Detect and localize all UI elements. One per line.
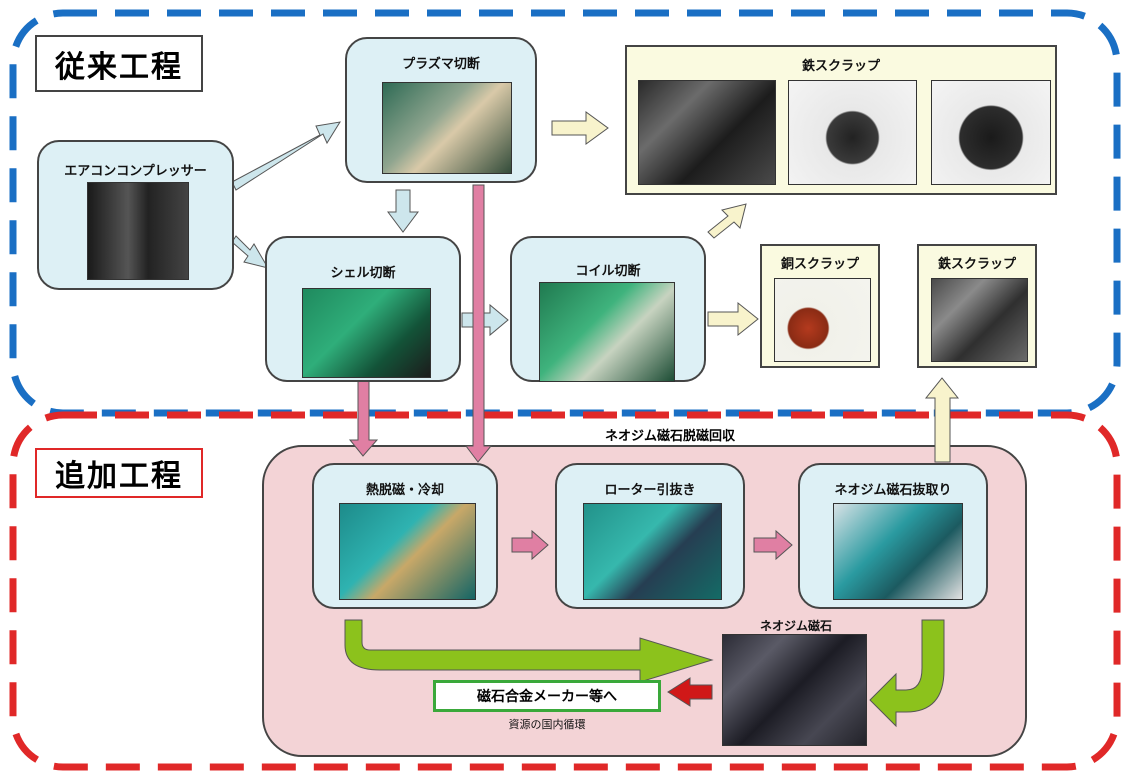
iron-scrap-photo-1 — [638, 80, 776, 185]
additional-process-title: ネオジム磁石脱磁回収 — [604, 429, 735, 444]
arrow-plasma-to-scrap — [551, 111, 609, 145]
copper-scrap-label: 銅スクラップ — [780, 257, 859, 272]
arrow-compressor-to-plasma — [231, 121, 342, 191]
iron-scrap-photo-2 — [788, 80, 917, 185]
coil-cutting-box: コイル切断 — [510, 236, 706, 382]
arrow-coil-to-scrap — [707, 203, 747, 239]
arrow-coil-to-copper — [707, 301, 759, 337]
shell-cutting-box: シェル切断 — [265, 236, 461, 382]
magnet-extraction-label: ネオジム磁石抜取り — [834, 483, 952, 498]
iron-scrap-right-panel: 鉄スクラップ — [917, 244, 1037, 368]
compressor-photo — [87, 182, 189, 280]
arrow-compressor-to-shell — [231, 235, 270, 269]
arrow-plasma-to-shell — [387, 189, 419, 233]
demagnetization-box: 熱脱磁・冷却 — [312, 463, 498, 609]
additional-region-border — [9, 411, 1121, 771]
magnet-extraction-photo — [833, 503, 963, 600]
arrow-demag-to-magnet — [344, 619, 714, 683]
rotor-extraction-label: ローター引抜き — [604, 483, 696, 498]
demagnetization-photo — [339, 503, 476, 600]
iron-scrap-right-label: 鉄スクラップ — [937, 257, 1016, 272]
arrow-demag-to-rotor — [511, 529, 549, 561]
arrow-magnet-to-output — [667, 677, 713, 707]
demagnetization-label: 熱脱磁・冷却 — [365, 483, 444, 498]
arrow-extract-to-iron — [924, 377, 960, 463]
neodymium-magnet-label: ネオジム磁石 — [759, 619, 832, 633]
iron-scrap-photo-3 — [931, 80, 1051, 185]
magnet-extraction-box: ネオジム磁石抜取り — [798, 463, 988, 609]
arrow-shell-to-coil — [461, 303, 509, 337]
conventional-region-border — [9, 9, 1121, 417]
compressor-label: エアコンコンプレッサー — [64, 164, 207, 179]
iron-scrap-top-label: 鉄スクラップ — [801, 59, 880, 74]
rotor-extraction-photo — [583, 503, 722, 600]
arrow-extract-to-magnet — [869, 619, 945, 728]
coil-cutting-label: コイル切断 — [575, 264, 641, 279]
neodymium-magnet-photo — [722, 634, 867, 746]
arrow-rotor-to-extract — [753, 529, 793, 561]
shell-cutting-photo — [302, 288, 431, 378]
output-note: 資源の国内循環 — [508, 718, 586, 731]
rotor-extraction-box: ローター引抜き — [555, 463, 745, 609]
plasma-cutting-box: プラズマ切断 — [345, 37, 537, 183]
coil-cutting-photo — [539, 282, 675, 382]
copper-scrap-panel: 銅スクラップ — [760, 244, 880, 368]
output-destination-box: 磁石合金メーカー等へ — [433, 680, 661, 712]
copper-scrap-photo — [774, 278, 871, 362]
plasma-cutting-label: プラズマ切断 — [402, 57, 480, 72]
additional-section-title: 追加工程 — [35, 448, 203, 498]
iron-scrap-top-panel: 鉄スクラップ — [625, 45, 1057, 195]
shell-cutting-label: シェル切断 — [330, 266, 396, 281]
iron-scrap-right-photo — [931, 278, 1028, 362]
conventional-section-title: 従来工程 — [35, 35, 203, 92]
arrow-plasma-to-demag — [465, 184, 493, 463]
arrow-shell-to-demag — [348, 379, 379, 457]
compressor-box: エアコンコンプレッサー — [37, 140, 234, 290]
plasma-cutting-photo — [382, 82, 512, 174]
